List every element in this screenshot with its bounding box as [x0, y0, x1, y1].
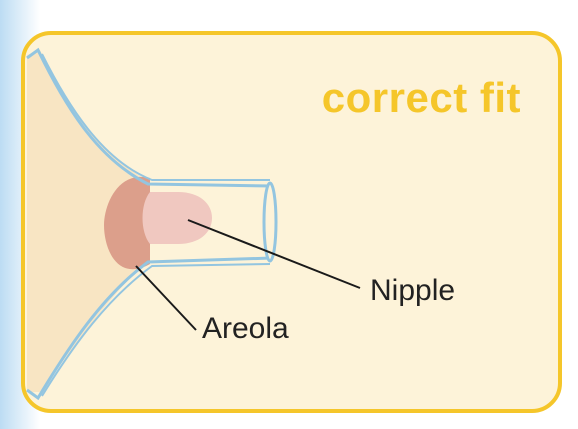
diagram-title: correct fit: [322, 74, 521, 121]
nipple-shape: [143, 192, 213, 244]
flange-tube-end: [264, 183, 276, 261]
nipple-label: Nipple: [370, 274, 455, 307]
areola-label: Areola: [202, 312, 289, 345]
